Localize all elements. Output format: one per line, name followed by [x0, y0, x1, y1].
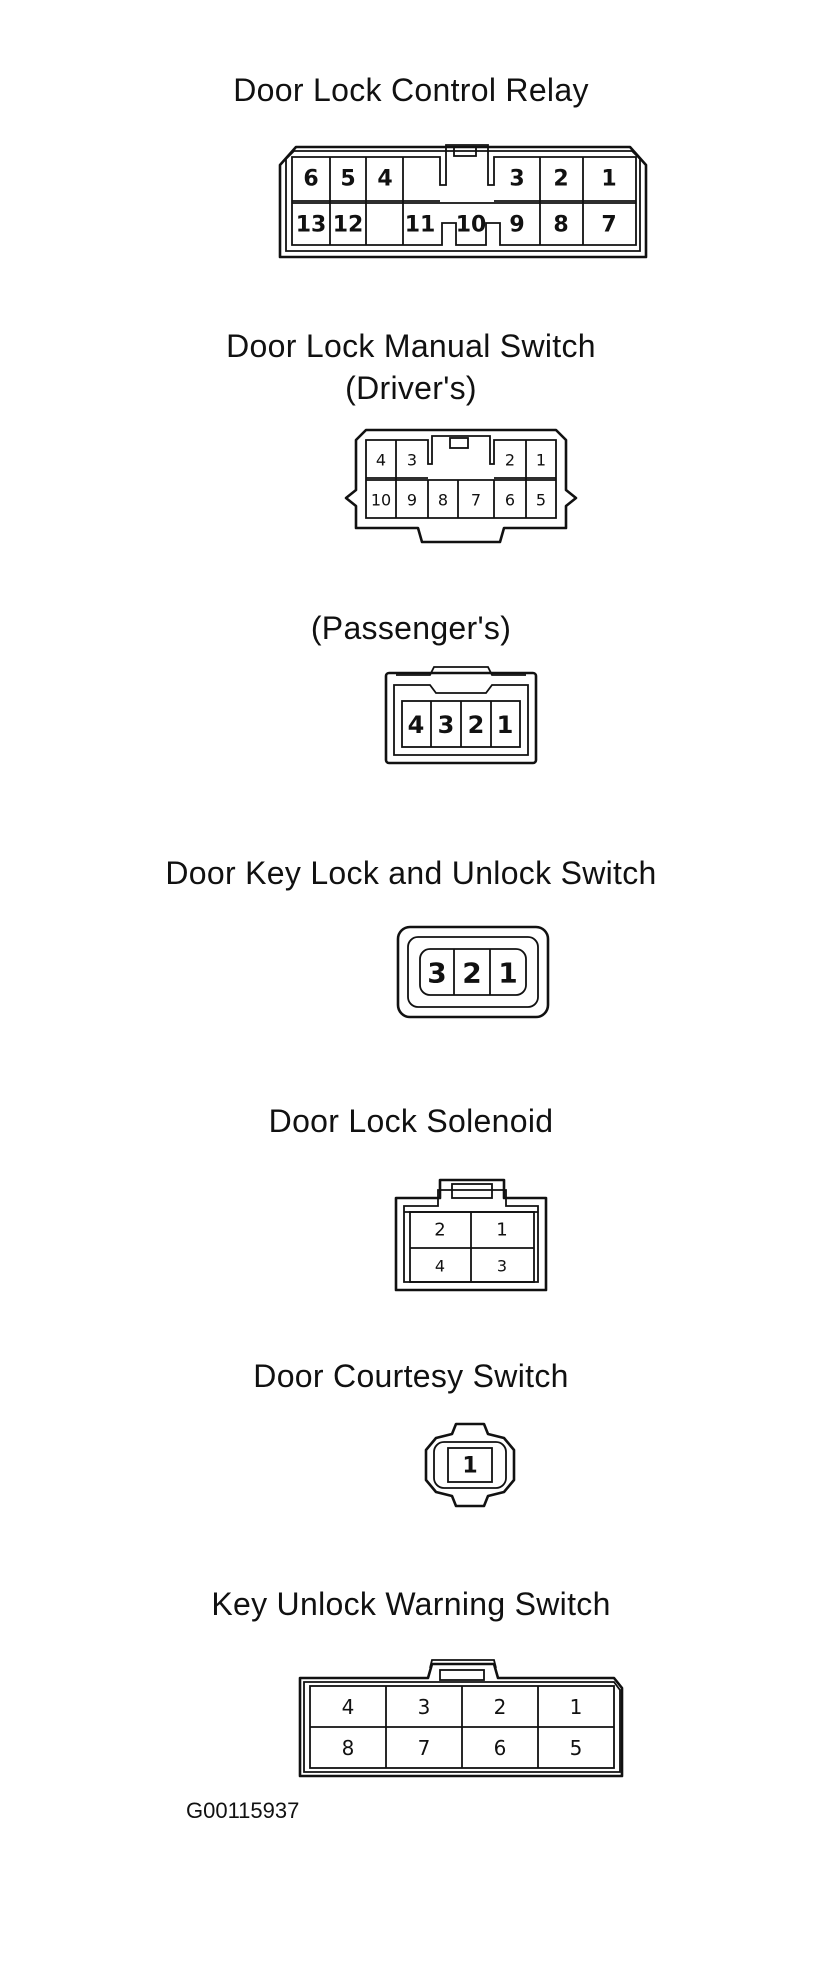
manual-pin-5: 5 — [536, 491, 546, 510]
warning-pin-2: 2 — [494, 1695, 507, 1719]
manual-subtitle: (Driver's) — [345, 370, 477, 406]
solenoid-pin-1: 1 — [496, 1220, 507, 1241]
passenger-pin-2: 2 — [468, 711, 485, 739]
relay-title: Door Lock Control Relay — [233, 72, 589, 108]
figure-code: G00115937 — [186, 1798, 300, 1823]
solenoid-pin-3: 3 — [497, 1257, 507, 1276]
solenoid-pin-2: 2 — [434, 1220, 445, 1241]
passenger-pin-3: 3 — [438, 711, 455, 739]
passenger-title: (Passenger's) — [310, 610, 512, 646]
relay-pin-4: 4 — [377, 167, 392, 192]
manual-title: Door Lock Manual Switch — [226, 328, 596, 364]
relay-pin-12: 12 — [333, 213, 364, 238]
warning-title: Key Unlock Warning Switch — [211, 1586, 611, 1622]
manual-pin-2: 2 — [505, 451, 515, 470]
relay-pin-11: 11 — [405, 213, 436, 238]
manual-pin-9: 9 — [407, 491, 417, 510]
relay-connector: 6 5 4 3 2 1 13 12 11 10 9 8 7 — [278, 144, 648, 259]
warning-pin-8: 8 — [342, 1736, 355, 1760]
manual-pin-6: 6 — [505, 491, 515, 510]
relay-pin-10: 10 — [456, 213, 487, 238]
warning-connector: 4 3 2 1 8 7 6 5 — [298, 1659, 624, 1778]
relay-pin-3: 3 — [509, 167, 524, 192]
warning-pin-7: 7 — [418, 1736, 431, 1760]
courtesy-title: Door Courtesy Switch — [253, 1358, 569, 1394]
relay-pin-9: 9 — [509, 213, 524, 238]
key-pin-3: 3 — [427, 957, 446, 990]
manual-pin-1: 1 — [536, 451, 546, 470]
key-pin-1: 1 — [498, 957, 517, 990]
manual-pin-4: 4 — [376, 451, 386, 470]
relay-pin-7: 7 — [601, 213, 616, 238]
passenger-pin-4: 4 — [408, 711, 425, 739]
manual-pin-7: 7 — [471, 491, 481, 510]
key-pin-2: 2 — [462, 957, 481, 990]
warning-pin-6: 6 — [494, 1736, 507, 1760]
warning-pin-1: 1 — [570, 1695, 583, 1719]
key-connector: 3 2 1 — [396, 925, 550, 1019]
relay-pin-6: 6 — [303, 167, 318, 192]
manual-pin-10: 10 — [371, 491, 391, 510]
relay-pin-8: 8 — [553, 213, 568, 238]
courtesy-connector: 1 — [424, 1422, 516, 1508]
key-title: Door Key Lock and Unlock Switch — [165, 855, 657, 891]
solenoid-title: Door Lock Solenoid — [268, 1103, 554, 1139]
warning-pin-4: 4 — [342, 1695, 355, 1719]
passenger-pin-1: 1 — [497, 711, 514, 739]
solenoid-connector: 2 1 4 3 — [394, 1178, 548, 1292]
relay-pin-1: 1 — [601, 167, 616, 192]
manual-connector: 4 3 2 1 10 9 8 7 6 5 — [344, 428, 578, 544]
courtesy-pin-1: 1 — [462, 1454, 477, 1479]
relay-pin-5: 5 — [340, 167, 355, 192]
warning-pin-5: 5 — [570, 1736, 583, 1760]
relay-pin-13: 13 — [296, 213, 327, 238]
warning-pin-3: 3 — [418, 1695, 431, 1719]
relay-pin-2: 2 — [553, 167, 568, 192]
manual-pin-8: 8 — [438, 491, 448, 510]
solenoid-pin-4: 4 — [435, 1257, 445, 1276]
manual-pin-3: 3 — [407, 451, 417, 470]
passenger-connector: 4 3 2 1 — [384, 666, 538, 765]
